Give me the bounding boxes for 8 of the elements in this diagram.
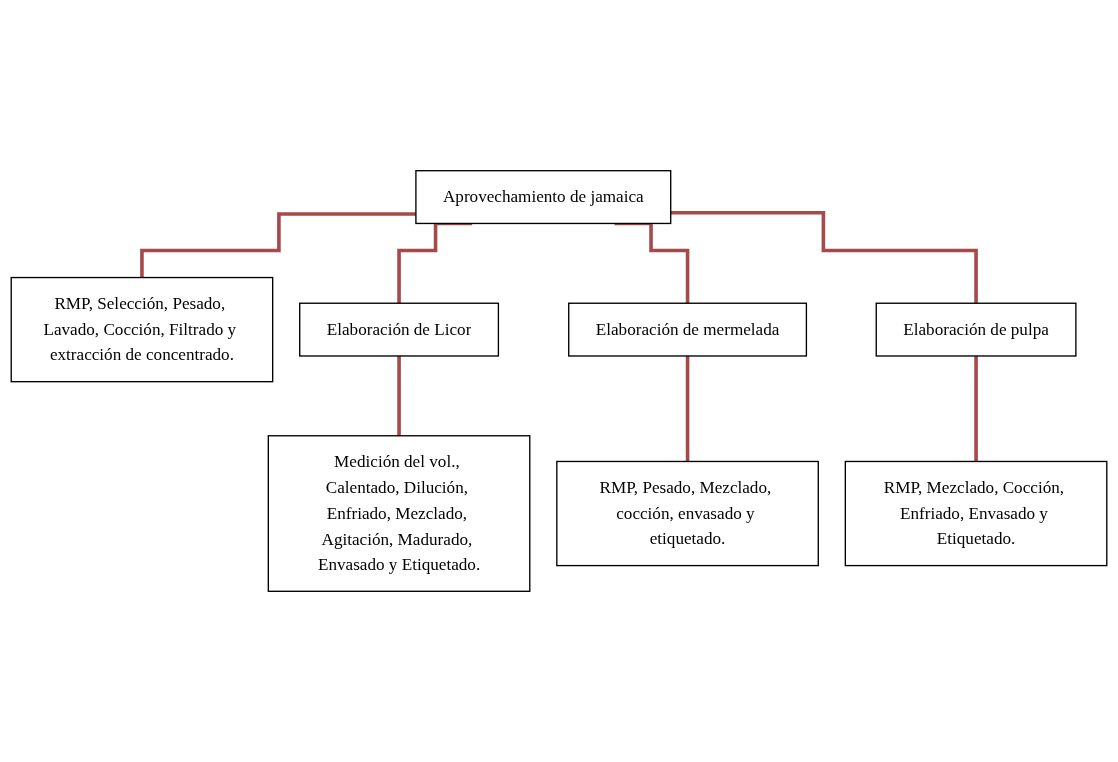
node-box: RMP, Pesado, Mezclado, cocción, envasado y etiquetado. bbox=[556, 460, 819, 567]
node-box: Elaboración de Licor bbox=[299, 302, 500, 357]
node-box: Aprovechamiento de jamaica bbox=[415, 170, 672, 225]
node-box: Elaboración de mermelada bbox=[568, 302, 808, 357]
node-box: RMP, Mezclado, Cocción, Enfriado, Envasado y Etiquetado. bbox=[844, 460, 1108, 567]
node-box: RMP, Selección, Pesado, Lavado, Cocción, Filtrado y extracción de concentrado. bbox=[10, 276, 274, 383]
node-box: Medición del vol., Calentado, Dilución, Enfriado, Mezclado, Agitación, Madurado, Envasado y Etiquetado. bbox=[267, 435, 531, 592]
node-box: Elaboración de pulpa bbox=[875, 302, 1077, 357]
